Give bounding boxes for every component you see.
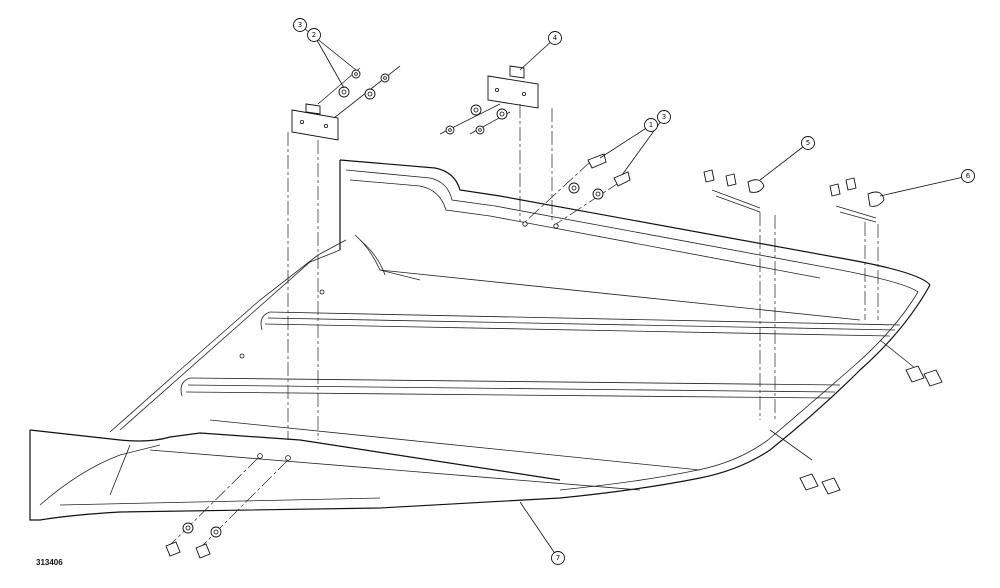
- figure-number: 313406: [36, 558, 63, 567]
- callout-1-label: 1: [649, 121, 653, 129]
- callout-3-top-left: 3: [293, 18, 307, 32]
- middle-hardware: [439, 103, 511, 135]
- callout-5: 5: [801, 136, 815, 150]
- callout-7: 7: [551, 551, 565, 565]
- center-bolts: [524, 153, 631, 225]
- callout-3-label: 3: [298, 21, 302, 29]
- top-left-hardware: [317, 65, 401, 119]
- callout-4: 4: [548, 31, 562, 45]
- main-panel: [29, 159, 931, 521]
- callout-2-label: 2: [312, 31, 316, 39]
- clamp-set-6: [829, 177, 943, 387]
- callout-3b-label: 3: [662, 113, 666, 121]
- callout-4-label: 4: [553, 34, 558, 42]
- callout-5-label: 5: [806, 139, 810, 147]
- callout-7-label: 7: [556, 554, 560, 562]
- left-bracket: [287, 103, 339, 440]
- callout-leaders: [299, 24, 969, 559]
- right-bracket: [487, 65, 553, 222]
- callout-6: 6: [961, 169, 975, 183]
- clamp-set-5: [703, 169, 841, 495]
- bottom-left-bolts: [165, 457, 289, 559]
- callout-1: 1: [644, 118, 658, 132]
- callout-3-center: 3: [657, 110, 671, 124]
- callout-6-label: 6: [966, 172, 971, 180]
- callout-2: 2: [307, 28, 321, 42]
